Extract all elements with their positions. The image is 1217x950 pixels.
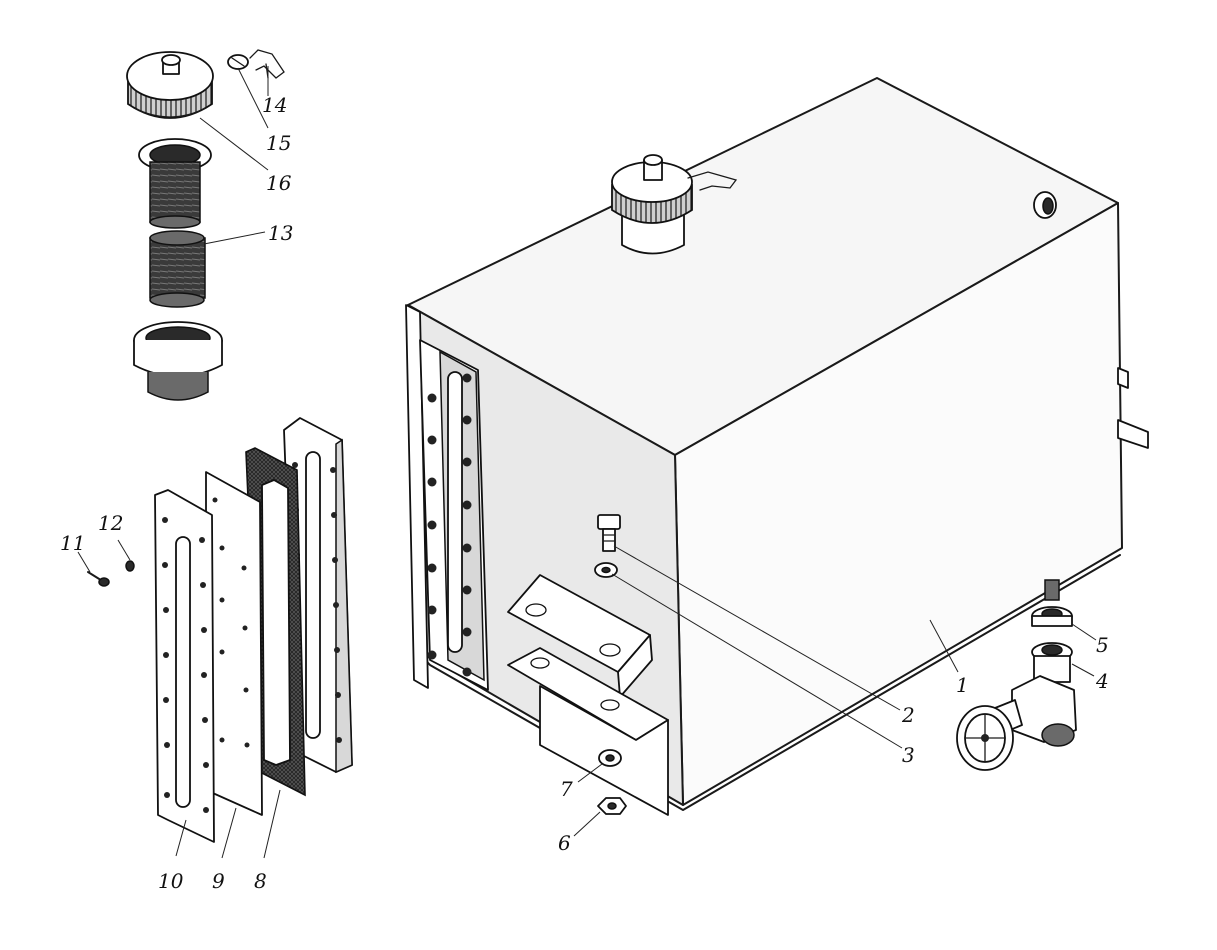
bolt-part-2 xyxy=(597,514,621,552)
screw-part-11 xyxy=(87,571,110,587)
cap-part-16 xyxy=(126,51,214,119)
strainer-part-13 xyxy=(138,138,212,308)
leader-lines xyxy=(77,66,1097,859)
pin-part-15 xyxy=(227,54,249,70)
frame-part-10 xyxy=(154,489,215,843)
callout-12: 12 xyxy=(98,511,123,535)
screw-part-12 xyxy=(125,560,135,572)
callout-5: 5 xyxy=(1096,633,1109,657)
callout-8: 8 xyxy=(254,869,267,893)
callout-14: 14 xyxy=(262,93,287,117)
filler-neck-ring xyxy=(133,321,223,401)
callout-2: 2 xyxy=(901,703,915,727)
callout-16: 16 xyxy=(266,171,292,195)
callout-11: 11 xyxy=(60,531,85,555)
callout-10: 10 xyxy=(158,869,184,893)
lock-washer-part-7 xyxy=(598,749,622,767)
callout-9: 9 xyxy=(212,869,225,893)
callout-6: 6 xyxy=(558,831,571,855)
callout-1: 1 xyxy=(956,673,969,697)
valve-part-4 xyxy=(956,642,1077,771)
glass-part-9 xyxy=(205,471,263,816)
tank-filler-cap xyxy=(611,154,738,255)
callout-4: 4 xyxy=(1095,669,1109,693)
nut-part-5 xyxy=(1031,606,1073,627)
callout-7: 7 xyxy=(560,777,573,801)
tank-sight-gauge xyxy=(405,304,489,691)
callout-13: 13 xyxy=(268,221,293,245)
nut-part-6 xyxy=(597,797,627,815)
callout-labels: 1 2 3 4 5 6 7 8 9 10 11 12 13 14 15 16 xyxy=(60,93,1109,893)
clip-part-14 xyxy=(249,49,285,79)
callout-3: 3 xyxy=(902,743,915,767)
callout-15: 15 xyxy=(266,131,291,155)
washer-part-3 xyxy=(594,562,618,578)
